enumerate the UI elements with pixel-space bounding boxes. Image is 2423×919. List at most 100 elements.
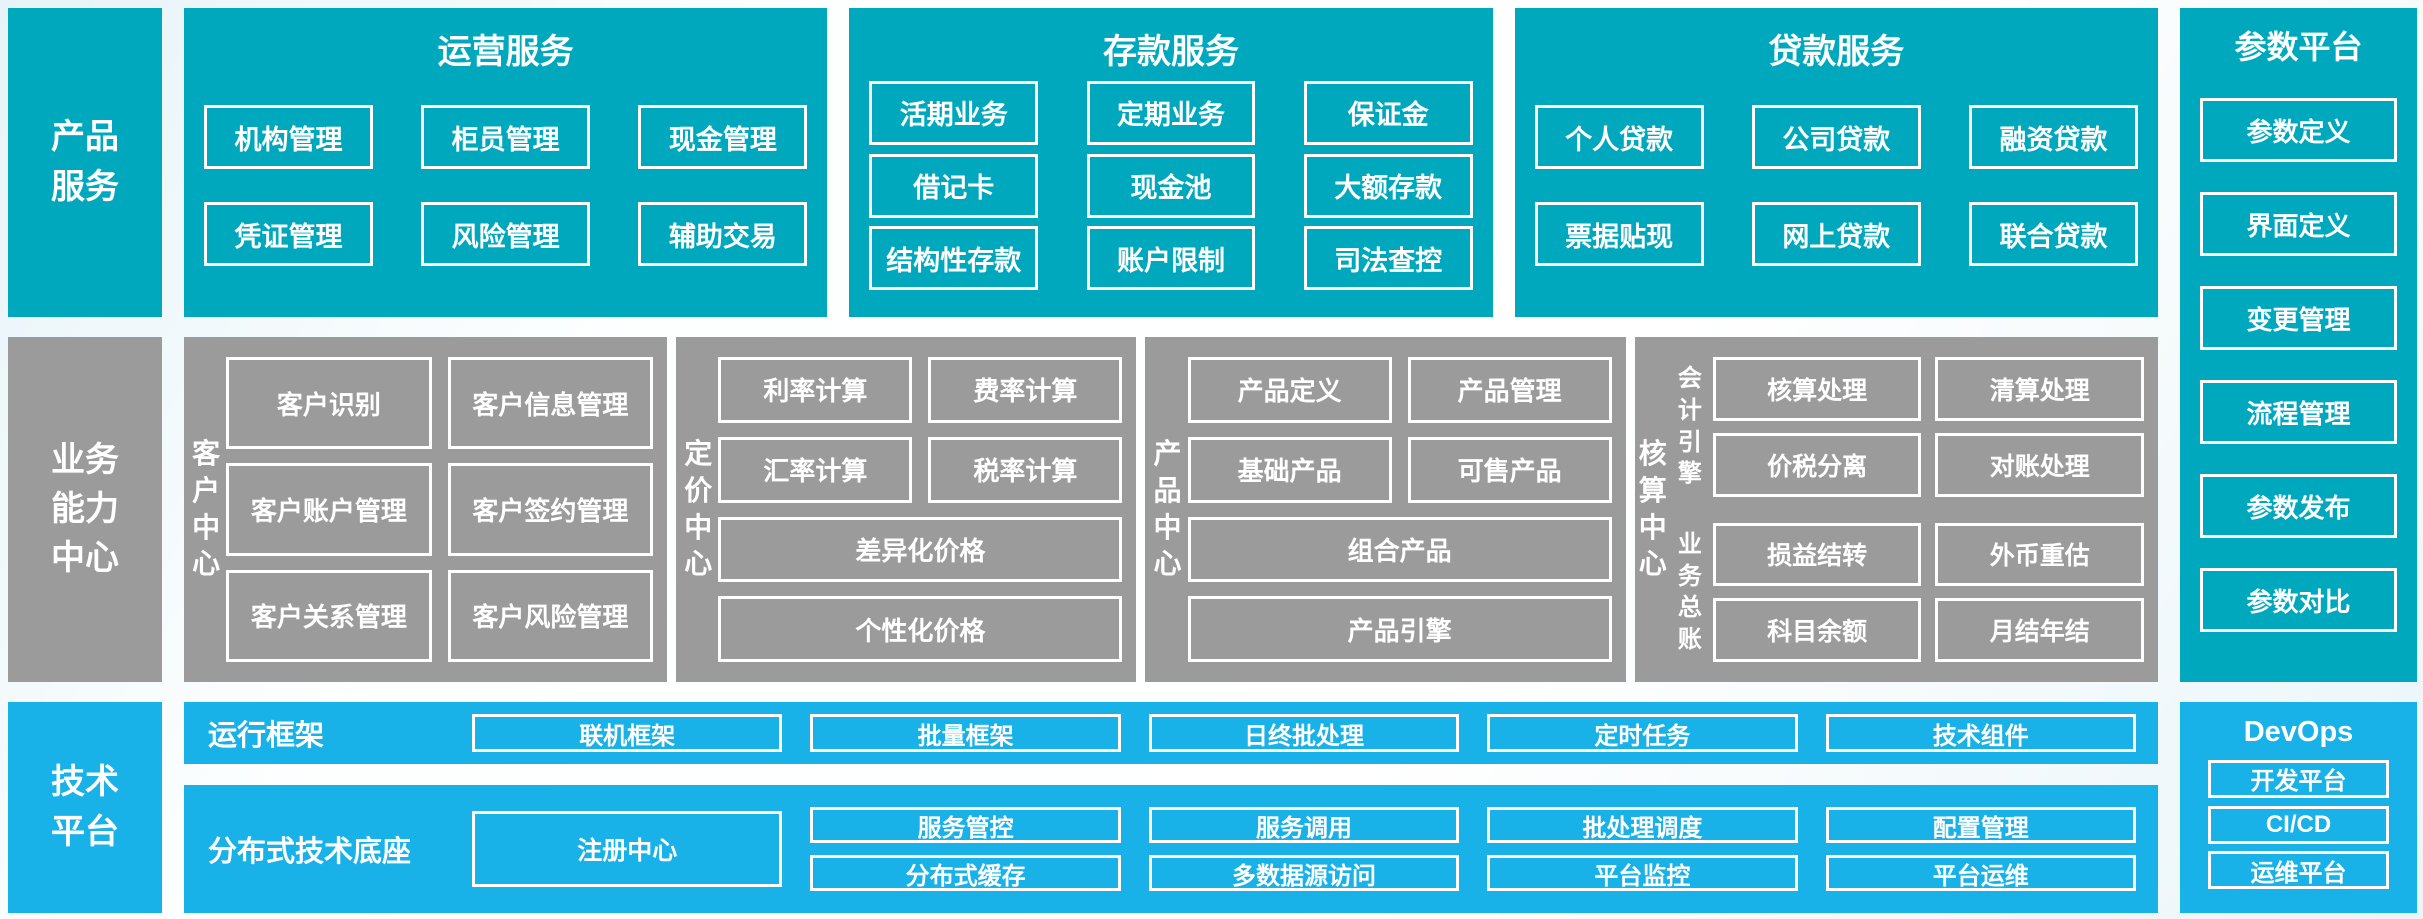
capability-box: 客户信息管理 <box>447 357 654 450</box>
business-capability-sidebar-label: 业务能力中心 <box>51 440 119 578</box>
devops-box: 开发平台 <box>2208 759 2389 798</box>
tech-platform-sidebar-label: 技术平台 <box>51 763 119 851</box>
service-row: 机构管理 柜员管理 现金管理 <box>204 105 808 169</box>
customer-center-grid: 客户识别 客户信息管理 客户账户管理 客户签约管理 客户关系管理 客户风险管理 <box>226 357 654 662</box>
service-box: 大额存款 <box>1303 153 1473 218</box>
capability-box: 月结年结 <box>1935 598 2144 662</box>
parameter-box: 界面定义 <box>2200 192 2397 256</box>
distributed-base-label: 分布式技术底座 <box>208 836 412 868</box>
capability-box: 利率计算 <box>718 357 913 423</box>
pricing-center-section: 定价中心 利率计算 费率计算 汇率计算 税率计算 差异化价格 个性化价格 <box>676 337 1137 682</box>
accounting-center-label: 核算中心 <box>1638 437 1667 580</box>
bottom-band: 运行框架 联机框架 批量框架 日终批处理 定时任务 技术组件 分布式技术底座 注… <box>184 702 2158 913</box>
capability-box: 外币重估 <box>1935 522 2144 587</box>
distributed-box: 服务管控 <box>810 807 1121 843</box>
service-row: 凭证管理 风险管理 辅助交易 <box>204 202 808 266</box>
parameter-box: 参数发布 <box>2200 474 2397 538</box>
parameter-box: 变更管理 <box>2200 286 2397 350</box>
service-box: 柜员管理 <box>421 105 591 169</box>
service-box: 票据贴现 <box>1534 202 1704 266</box>
distributed-box: 平台监控 <box>1487 855 1798 891</box>
service-row: 活期业务 定期业务 保证金 <box>869 80 1473 145</box>
product-center-grid: 产品定义 产品管理 基础产品 可售产品 组合产品 产品引擎 <box>1187 357 1612 662</box>
loan-services-section: 贷款服务 个人贷款 公司贷款 融资贷款 票据贴现 网上贷款 联合贷款 <box>1514 8 2158 317</box>
service-row: 票据贴现 网上贷款 联合贷款 <box>1534 202 2138 266</box>
capability-box: 客户关系管理 <box>226 569 432 662</box>
distributed-box: 多数据源访问 <box>1148 855 1460 891</box>
devops-panel: DevOps 开发平台 CI/CD 运维平台 <box>2180 702 2417 913</box>
parameter-platform-panel: 参数平台 参数定义 界面定义 变更管理 流程管理 参数发布 参数对比 <box>2180 8 2417 682</box>
capability-box: 客户风险管理 <box>447 569 654 662</box>
top-band: 运营服务 机构管理 柜员管理 现金管理 凭证管理 风险管理 辅助交易 存款服务 … <box>184 8 2158 317</box>
pricing-center-grid: 利率计算 费率计算 汇率计算 税率计算 差异化价格 个性化价格 <box>718 357 1123 662</box>
runtime-box: 定时任务 <box>1487 714 1798 752</box>
service-box: 现金池 <box>1086 153 1256 218</box>
parameter-platform-items: 参数定义 界面定义 变更管理 流程管理 参数发布 参数对比 <box>2200 68 2397 662</box>
section-title: 贷款服务 <box>1768 32 1905 71</box>
section-rows: 机构管理 柜员管理 现金管理 凭证管理 风险管理 辅助交易 <box>204 72 808 299</box>
capability-box: 客户账户管理 <box>226 463 432 556</box>
capability-box: 费率计算 <box>928 357 1123 423</box>
distributed-column: 服务管控 分布式缓存 <box>810 807 1121 891</box>
section-title: 运营服务 <box>437 32 574 71</box>
runtime-box: 技术组件 <box>1825 714 2136 752</box>
product-services-sidebar: 产品服务 <box>8 8 162 317</box>
service-box: 现金管理 <box>638 105 808 169</box>
runtime-framework-row: 运行框架 联机框架 批量框架 日终批处理 定时任务 技术组件 <box>184 702 2158 764</box>
runtime-box: 日终批处理 <box>1148 714 1460 752</box>
section-title: 存款服务 <box>1102 32 1239 71</box>
distributed-box: 平台运维 <box>1825 855 2136 891</box>
business-ledger-grid: 损益结转 外币重估 科目余额 月结年结 <box>1712 522 2144 662</box>
capability-box-wide: 组合产品 <box>1187 516 1612 583</box>
middle-band: 客户中心 客户识别 客户信息管理 客户账户管理 客户签约管理 客户关系管理 客户… <box>184 337 2158 682</box>
service-box: 司法查控 <box>1303 226 1473 291</box>
section-rows: 活期业务 定期业务 保证金 借记卡 现金池 大额存款 结构性存款 账户限制 司法… <box>869 72 1473 299</box>
operations-services-section: 运营服务 机构管理 柜员管理 现金管理 凭证管理 风险管理 辅助交易 <box>184 8 828 317</box>
pricing-center-label: 定价中心 <box>684 437 713 580</box>
distributed-box: 批处理调度 <box>1487 807 1798 843</box>
distributed-column: 配置管理 平台运维 <box>1825 807 2136 891</box>
service-box: 融资贷款 <box>1969 105 2138 169</box>
deposit-services-section: 存款服务 活期业务 定期业务 保证金 借记卡 现金池 大额存款 结构性存款 账户… <box>849 8 1493 317</box>
capability-box: 价税分离 <box>1712 432 1922 497</box>
capability-box-wide: 差异化价格 <box>718 516 1123 583</box>
business-ledger-group: 业务总账 损益结转 外币重估 科目余额 月结年结 <box>1673 522 2144 662</box>
distributed-column: 服务调用 多数据源访问 <box>1148 807 1460 891</box>
customer-center-section: 客户中心 客户识别 客户信息管理 客户账户管理 客户签约管理 客户关系管理 客户… <box>184 337 668 682</box>
capability-box: 客户签约管理 <box>447 463 654 556</box>
service-box: 个人贷款 <box>1534 105 1704 169</box>
parameter-box: 参数定义 <box>2200 98 2397 162</box>
devops-box: 运维平台 <box>2208 851 2389 890</box>
capability-box: 基础产品 <box>1187 436 1392 503</box>
accounting-engine-group: 会计引擎 核算处理 清算处理 价税分离 对账处理 <box>1673 357 2144 497</box>
registry-center-box: 注册中心 <box>472 811 783 887</box>
parameter-platform-title: 参数平台 <box>2234 29 2363 65</box>
service-box: 借记卡 <box>869 153 1039 218</box>
parameter-box: 流程管理 <box>2200 380 2397 444</box>
service-box: 风险管理 <box>421 202 591 266</box>
distributed-box: 配置管理 <box>1825 807 2136 843</box>
capability-box: 对账处理 <box>1935 432 2144 497</box>
distributed-column: 批处理调度 平台监控 <box>1487 807 1798 891</box>
service-box: 凭证管理 <box>204 202 373 266</box>
runtime-box: 联机框架 <box>472 714 783 752</box>
capability-box: 损益结转 <box>1712 522 1922 587</box>
capability-box: 产品管理 <box>1407 357 1612 423</box>
capability-box: 科目余额 <box>1712 598 1922 662</box>
customer-center-label: 客户中心 <box>192 437 221 580</box>
distributed-box: 服务调用 <box>1148 807 1460 843</box>
accounting-engine-grid: 核算处理 清算处理 价税分离 对账处理 <box>1712 357 2144 497</box>
capability-box: 汇率计算 <box>718 436 913 503</box>
service-box: 定期业务 <box>1086 80 1256 145</box>
capability-box: 客户识别 <box>226 357 432 450</box>
service-box: 公司贷款 <box>1751 105 1921 169</box>
service-box: 活期业务 <box>869 80 1039 145</box>
service-box: 保证金 <box>1303 80 1473 145</box>
service-row: 结构性存款 账户限制 司法查控 <box>869 226 1473 291</box>
product-center-label: 产品中心 <box>1153 437 1182 580</box>
business-ledger-label: 业务总账 <box>1677 530 1702 653</box>
tech-platform-sidebar: 技术平台 <box>8 702 162 913</box>
service-box: 结构性存款 <box>869 226 1039 291</box>
product-services-sidebar-label: 产品服务 <box>51 118 119 206</box>
service-box: 网上贷款 <box>1751 202 1921 266</box>
